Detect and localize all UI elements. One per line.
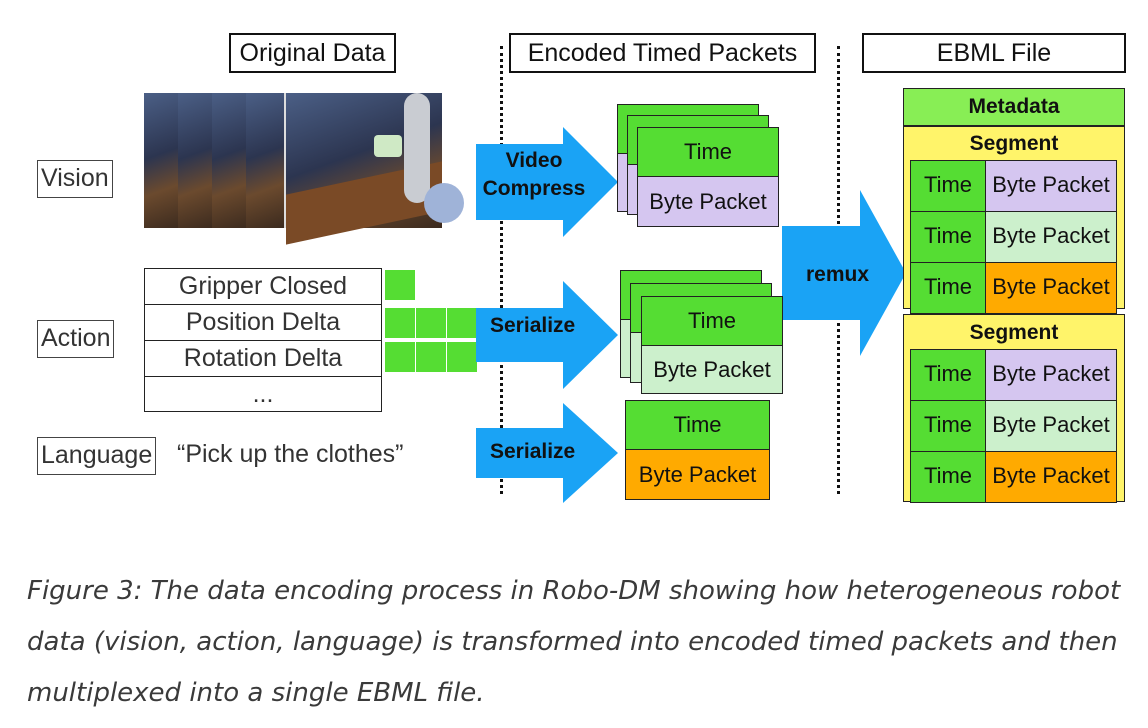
segment-row-time: Time xyxy=(911,401,986,451)
separator-line-1 xyxy=(500,46,503,494)
robot-arm xyxy=(404,93,430,203)
action-item-more: ... xyxy=(252,380,274,408)
gripper-object xyxy=(374,135,402,157)
segment-row-time: Time xyxy=(911,350,986,400)
row-label-language: Language xyxy=(37,437,157,475)
header-encoded-timed-packets: Encoded Timed Packets xyxy=(509,33,816,73)
figure-caption: Figure 3: The data encoding process in R… xyxy=(27,576,1121,708)
packet-time: Time xyxy=(641,296,783,346)
segment-row-byte: Byte Packet xyxy=(986,452,1116,502)
segment-row-byte: Byte Packet xyxy=(986,401,1116,451)
segment-row: Time Byte Packet xyxy=(910,262,1117,314)
language-packet: Time Byte Packet xyxy=(625,400,770,500)
row-label-vision: Vision xyxy=(37,160,113,198)
data-square xyxy=(385,270,415,300)
segment-row: Time Byte Packet xyxy=(910,349,1117,401)
serialize-action-label: Serialize xyxy=(490,314,576,337)
segment-row: Time Byte Packet xyxy=(910,211,1117,263)
video-compress-label: Video Compress xyxy=(482,149,586,200)
serialize-action-arrow xyxy=(476,281,618,389)
segment-row-byte: Byte Packet xyxy=(986,263,1116,313)
action-item-gripper: Gripper Closed xyxy=(145,269,381,305)
segment-row: Time Byte Packet xyxy=(910,451,1117,503)
segment-row-time: Time xyxy=(911,212,986,262)
packet-time: Time xyxy=(637,127,779,177)
data-square xyxy=(416,308,446,338)
segment-row: Time Byte Packet xyxy=(910,160,1117,212)
data-square xyxy=(385,342,415,372)
remux-label: remux xyxy=(806,263,870,286)
data-square xyxy=(416,342,446,372)
vision-packet: Time Byte Packet xyxy=(637,127,779,227)
header-original-data: Original Data xyxy=(229,33,396,73)
action-item-position: Position Delta xyxy=(145,305,381,341)
segment-row-byte: Byte Packet xyxy=(986,350,1116,400)
segment-row-time: Time xyxy=(911,263,986,313)
packet-byte: Byte Packet xyxy=(625,449,770,500)
action-packet: Time Byte Packet xyxy=(641,296,783,396)
action-list: Gripper Closed Position Delta Rotation D… xyxy=(144,268,382,412)
row-label-action: Action xyxy=(37,320,115,358)
serialize-language-arrow xyxy=(476,403,618,503)
serialize-language-label: Serialize xyxy=(490,440,576,463)
segment-row-time: Time xyxy=(911,161,986,211)
vision-image-stack xyxy=(144,93,464,245)
segment-rows: Time Byte Packet Time Byte Packet Time B… xyxy=(910,349,1117,503)
segment-row: Time Byte Packet xyxy=(910,400,1117,452)
video-compress-arrow xyxy=(476,127,618,237)
segment-row-byte: Byte Packet xyxy=(986,212,1116,262)
header-ebml-file: EBML File xyxy=(862,33,1126,73)
video-frame-main xyxy=(286,93,464,245)
packet-byte: Byte Packet xyxy=(641,345,783,394)
language-instruction: “Pick up the clothes” xyxy=(177,440,404,468)
packet-time: Time xyxy=(625,400,770,450)
data-square xyxy=(447,342,477,372)
segment-row-byte: Byte Packet xyxy=(986,161,1116,211)
action-item-rotation: Rotation Delta xyxy=(145,341,381,377)
ebml-segment: Segment Time Byte Packet Time Byte Packe… xyxy=(903,126,1125,314)
segment-rows: Time Byte Packet Time Byte Packet Time B… xyxy=(910,160,1117,314)
packet-byte: Byte Packet xyxy=(637,176,779,227)
video-frame xyxy=(246,93,286,228)
segment-title: Segment xyxy=(969,321,1059,344)
data-square xyxy=(385,308,415,338)
data-square xyxy=(447,308,477,338)
segment-title: Segment xyxy=(969,132,1059,155)
robot-joint xyxy=(424,183,464,223)
ebml-segment: Segment Time Byte Packet Time Byte Packe… xyxy=(903,314,1125,503)
ebml-metadata: Metadata xyxy=(903,88,1125,126)
remux-arrow xyxy=(782,190,906,356)
segment-row-time: Time xyxy=(911,452,986,502)
